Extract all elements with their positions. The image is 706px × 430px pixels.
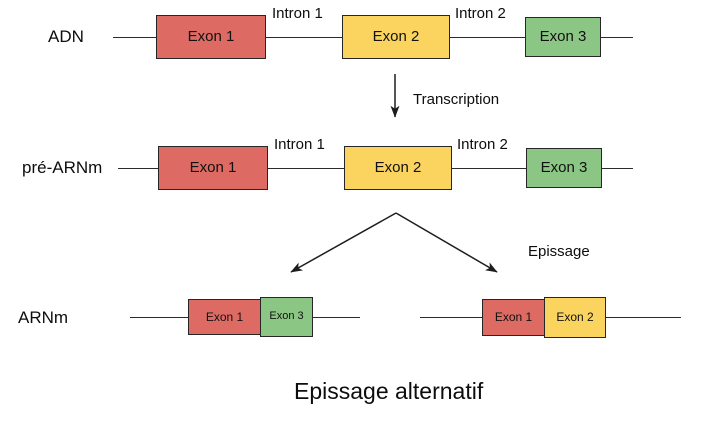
dna-exon-3: Exon 3	[525, 17, 601, 57]
mrna-left-strand-end	[312, 317, 360, 318]
dna-exon-1: Exon 1	[156, 15, 266, 59]
pre-mrna-strand-left	[118, 168, 160, 169]
mrna-right-strand-end	[605, 317, 681, 318]
dna-intron-2-line	[450, 37, 526, 38]
figure-title: Epissage alternatif	[294, 378, 484, 404]
mrna-left-exon-1: Exon 1	[188, 299, 261, 335]
mrna-left-exon-3: Exon 3	[260, 297, 313, 337]
mrna-right-exon-2: Exon 2	[544, 297, 606, 338]
pre-mrna-exon-3: Exon 3	[526, 148, 602, 188]
pre-mrna-intron-2-label: Intron 2	[457, 136, 508, 153]
dna-intron-1-label: Intron 1	[272, 5, 323, 22]
row-label-pre-mrna: pré-ARNm	[22, 158, 103, 177]
dna-intron-1-line	[266, 37, 343, 38]
dna-strand-left	[113, 37, 157, 38]
dna-intron-2-label: Intron 2	[455, 5, 506, 22]
mrna-right-strand-start	[420, 317, 483, 318]
pre-mrna-strand-right	[601, 168, 633, 169]
pre-mrna-exon-1: Exon 1	[158, 146, 268, 190]
mrna-left-strand-start	[130, 317, 190, 318]
pre-mrna-exon-2: Exon 2	[344, 146, 452, 190]
dna-exon-2: Exon 2	[342, 15, 450, 59]
splicing-arrow-left	[290, 212, 397, 273]
transcription-label: Transcription	[413, 91, 500, 108]
pre-mrna-intron-2-line	[452, 168, 527, 169]
pre-mrna-intron-1-label: Intron 1	[274, 136, 325, 153]
mrna-right-exon-1: Exon 1	[482, 299, 545, 336]
row-label-dna: ADN	[48, 27, 84, 46]
splicing-arrow-right	[395, 212, 498, 273]
dna-strand-right	[600, 37, 633, 38]
row-label-mrna: ARNm	[18, 308, 69, 327]
pre-mrna-intron-1-line	[268, 168, 345, 169]
splicing-label: Epissage	[528, 243, 590, 260]
